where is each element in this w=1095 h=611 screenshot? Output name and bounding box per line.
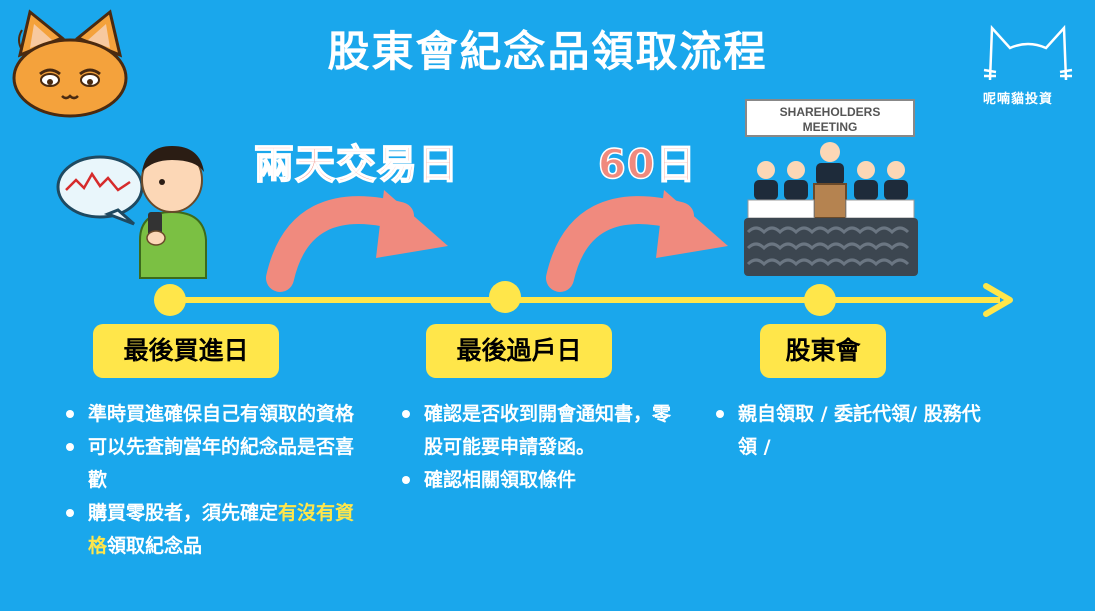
stage-3-bullets: 親自領取 / 委託代領/ 股務代領 / (714, 398, 984, 464)
bullet-item: 親自領取 / 委託代領/ 股務代領 / (714, 398, 984, 464)
timeline-node-2 (489, 281, 521, 313)
bullet-text: 領取紀念品 (107, 535, 203, 557)
timeline-node-1 (154, 284, 186, 316)
interval-arrow-2-icon (546, 190, 728, 292)
timeline (154, 281, 1013, 317)
stage-1-bullets: 準時買進確保自己有領取的資格 可以先查詢當年的紀念品是否喜歡 購買零股者，須先確… (64, 398, 364, 563)
bullet-item: 準時買進確保自己有領取的資格 (64, 398, 364, 431)
meeting-sign-line1: SHAREHOLDERS (780, 105, 881, 119)
bullet-item: 確認是否收到開會通知書，零股可能要申請發函。 (400, 398, 680, 464)
stage-label-last-buy-day: 最後買進日 (93, 324, 279, 378)
investor-person-icon (139, 146, 207, 279)
stage-label-last-transfer-day: 最後過戶日 (426, 324, 612, 378)
bullet-item: 確認相關領取條件 (400, 464, 680, 497)
meeting-sign-line2: MEETING (803, 120, 858, 134)
cat-mascot-icon (12, 9, 128, 118)
stage-label-shareholders-meeting: 股東會 (760, 324, 886, 378)
highlight-text: 有沒有資格 (88, 502, 355, 557)
interval-label-1: 兩天交易日 (253, 141, 459, 189)
brand-name: 呢喃貓投資 (983, 92, 1054, 107)
bullet-text: 購買零股者，須先確定 (88, 502, 279, 524)
timeline-node-3 (804, 284, 836, 316)
shareholders-meeting-icon (744, 99, 918, 276)
page-title: 股東會紀念品領取流程 (327, 27, 768, 76)
bullet-item: 可以先查詢當年的紀念品是否喜歡 (64, 431, 364, 497)
bullet-item: 購買零股者，須先確定有沒有資格領取紀念品 (64, 497, 364, 563)
meeting-people (754, 142, 908, 200)
stock-chart-bubble-icon (56, 155, 144, 226)
interval-label-2: 60日 (597, 141, 697, 189)
interval-arrow-1-icon (266, 190, 448, 292)
stage-2-bullets: 確認是否收到開會通知書，零股可能要申請發函。 確認相關領取條件 (400, 398, 680, 497)
brand-cat-icon (983, 24, 1073, 81)
